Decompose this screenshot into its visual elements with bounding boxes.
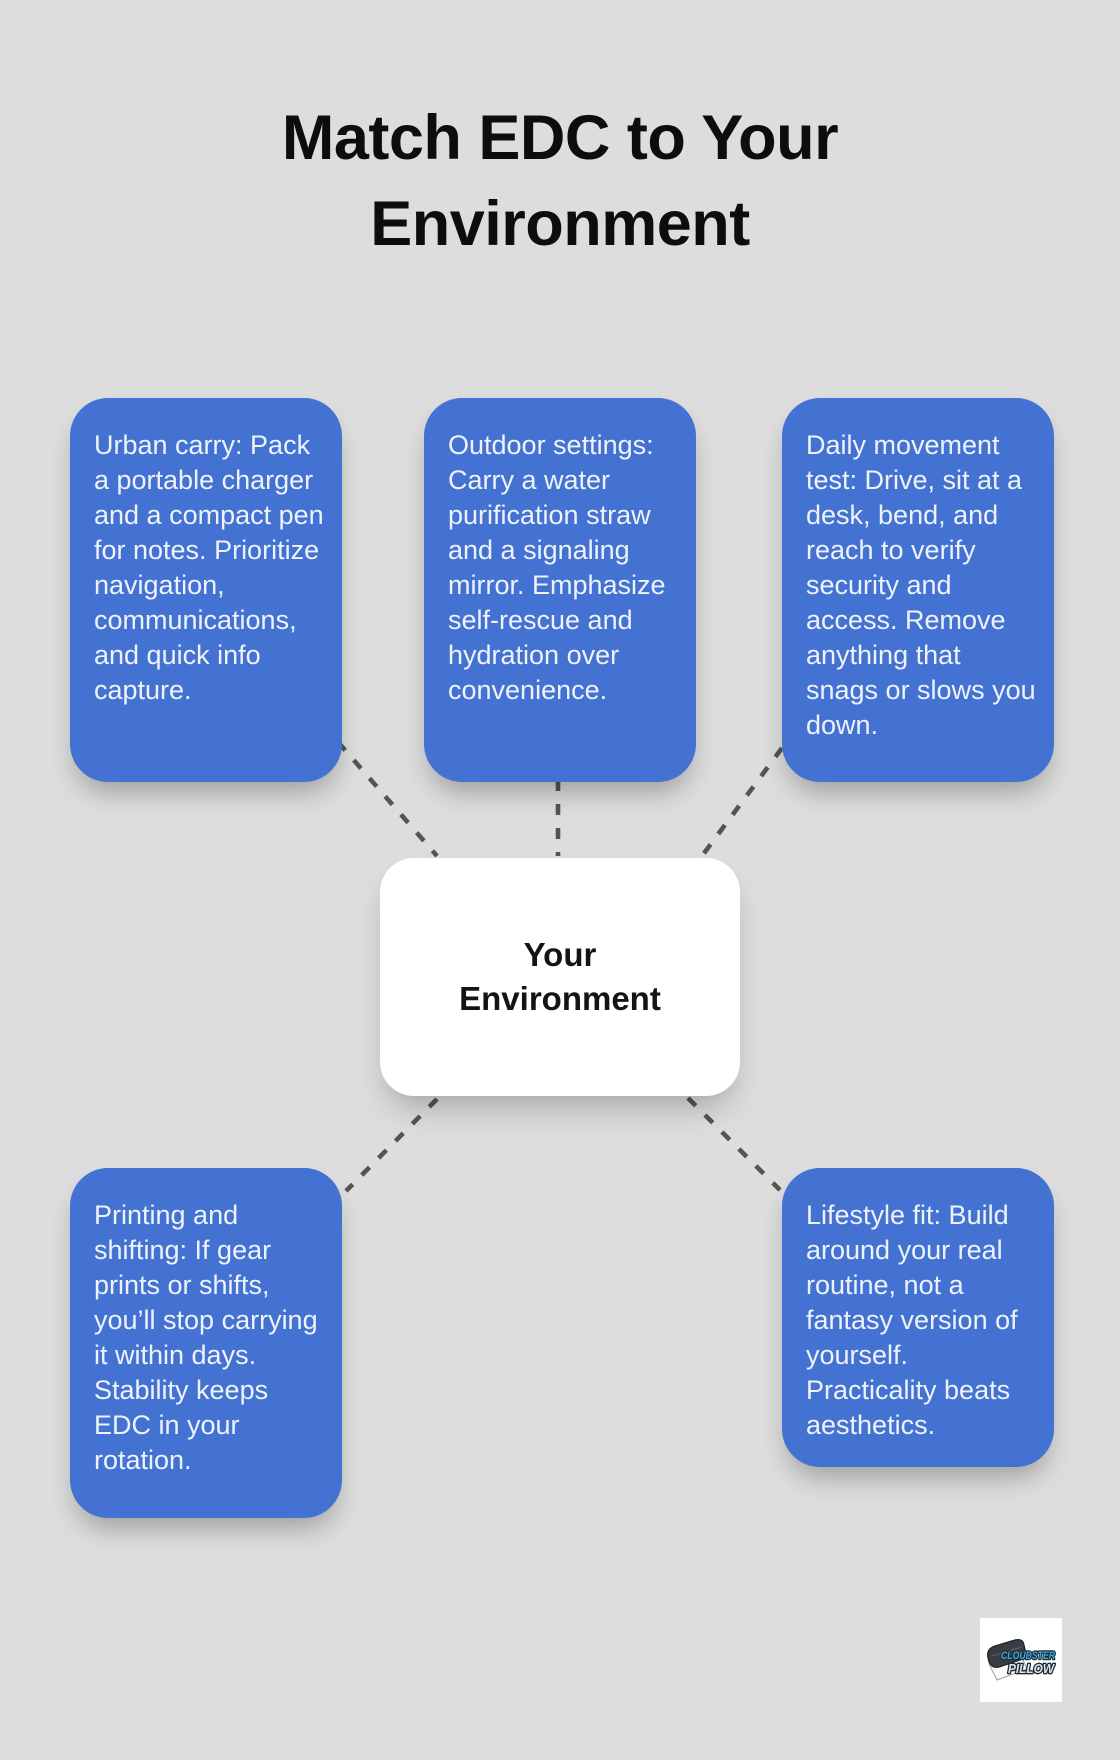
brand-name-line1: CLOUDSTER: [1001, 1650, 1055, 1662]
node-card-text: Daily movement test: Drive, sit at a des…: [806, 430, 1036, 740]
node-card-lifestyle-fit: Lifestyle fit: Build around your real ro…: [782, 1168, 1054, 1467]
node-card-text: Lifestyle fit: Build around your real ro…: [806, 1200, 1018, 1440]
pillow-icon: [987, 1638, 1027, 1668]
node-card-text: Printing and shifting: If gear prints or…: [94, 1200, 318, 1475]
node-card-printing-and-shifting: Printing and shifting: If gear prints or…: [70, 1168, 342, 1518]
page-title-text: Match EDC to Your Environment: [281, 103, 839, 259]
node-card-text: Outdoor settings: Carry a water purifica…: [448, 430, 666, 705]
center-node-label: Your Environment: [459, 936, 661, 1017]
brand-logo-graphic: CLOUDSTER PILLOW: [987, 1638, 1057, 1681]
node-card-urban-carry: Urban carry: Pack a portable charger and…: [70, 398, 342, 782]
brand-logo: CLOUDSTER PILLOW: [980, 1618, 1062, 1702]
connector-line-urban-carry: [336, 740, 439, 858]
connector-line-daily-movement: [700, 746, 784, 858]
connector-line-printing: [344, 1097, 439, 1193]
brand-name-line2: PILLOW: [1008, 1661, 1056, 1676]
center-node: Your Environment: [380, 858, 740, 1096]
page-title: Match EDC to Your Environment: [0, 96, 1120, 267]
node-card-outdoor-settings: Outdoor settings: Carry a water purifica…: [424, 398, 696, 782]
connector-line-lifestyle: [686, 1096, 782, 1192]
pillow-seam: [991, 1646, 1023, 1657]
node-card-text: Urban carry: Pack a portable charger and…: [94, 430, 324, 705]
node-card-daily-movement-test: Daily movement test: Drive, sit at a des…: [782, 398, 1054, 782]
